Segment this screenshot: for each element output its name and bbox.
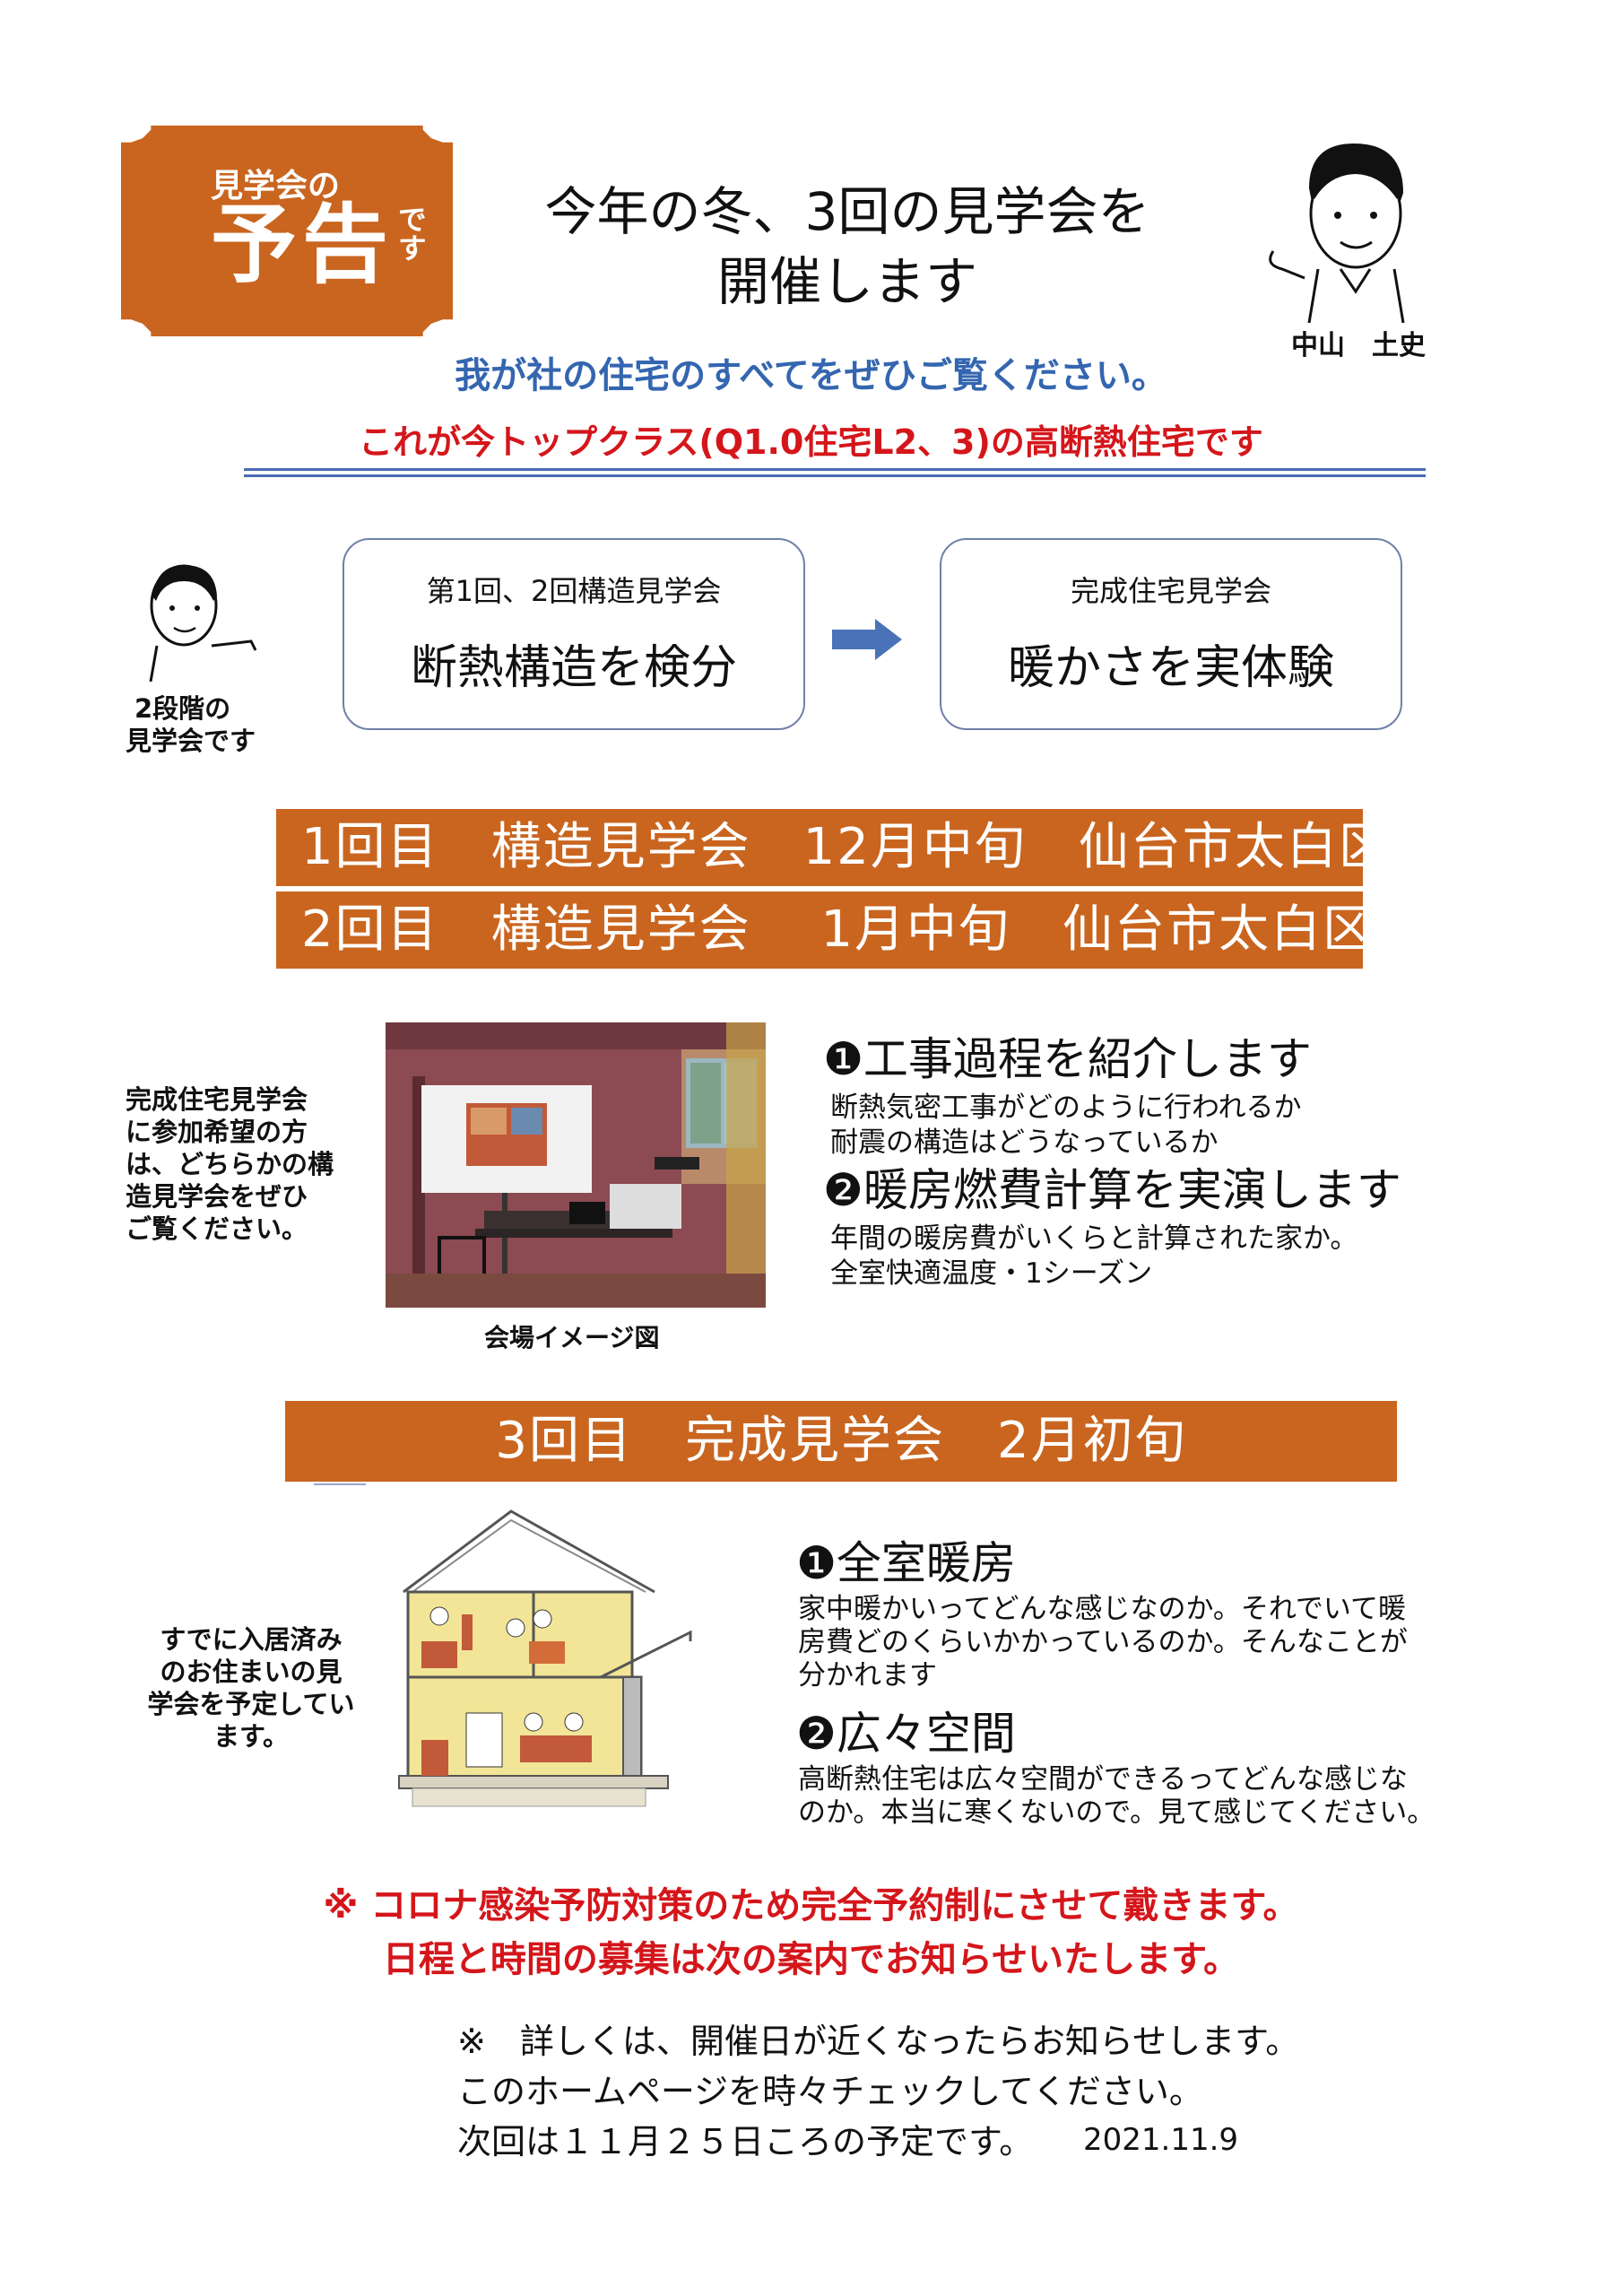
- section2-item1-line: 家中暖かいってどんな感じなのか。それでいて暖: [798, 1593, 1406, 1625]
- section1-side-line: は、どちらかの構: [126, 1149, 334, 1179]
- section1-item2-title: ❷暖房燃費計算を実演します: [823, 1164, 1401, 1216]
- badge-small-text: 見学会の: [211, 168, 341, 204]
- subtitle-blue: 我が社の住宅のすべてをぜひご覧ください。: [455, 355, 1167, 396]
- section1-item1-title: ❶工事過程を紹介します: [823, 1033, 1312, 1085]
- footer-line3: 次回は１１月２５日ころの予定です。: [457, 2122, 1034, 2161]
- section2-item1-title: ❶全室暖房: [796, 1537, 1016, 1589]
- footer-line1: ※ 詳しくは、開催日が近くなったらお知らせします。: [457, 2022, 1300, 2061]
- footer-line2: このホームページを時々チェックしてください。: [457, 2072, 1203, 2111]
- section2-side-line: ます。: [213, 1721, 290, 1752]
- stage1-box: 第1回、2回構造見学会 断熱構造を検分: [343, 538, 805, 730]
- arrow-right-icon: [832, 619, 902, 660]
- schedule-bar-1: 1回目 構造見学会 12月中旬 仙台市太白区: [276, 809, 1389, 886]
- headline-line1: 今年の冬、3回の見学会を: [544, 181, 1150, 242]
- section2-item1-line: 房費どのくらいかかっているのか。そんなことが: [798, 1626, 1408, 1658]
- section1-item2-line: 年間の暖房費がいくらと計算された家か。: [830, 1222, 1358, 1255]
- guide-illustration: [149, 564, 257, 682]
- house-section-illustration: [398, 1509, 692, 1807]
- stage1-small: 第1回、2回構造見学会: [426, 574, 722, 608]
- badge-desu-text: です: [394, 204, 428, 262]
- stage2-small: 完成住宅見学会: [1070, 574, 1271, 608]
- section2-side-text: すでに入居済み のお住まいの見 学会を予定してい ます。: [134, 1623, 368, 1752]
- presenter-illustration: [1269, 144, 1405, 323]
- section2-item1-body: 家中暖かいってどんな感じなのか。それでいて暖 房費どのくらいかかっているのか。そ…: [798, 1593, 1408, 1692]
- section2-side-line: すでに入居済み: [160, 1624, 343, 1655]
- photo-caption: 会場イメージ図: [484, 1323, 660, 1352]
- section2-side-line: 学会を予定してい: [147, 1689, 355, 1719]
- notice-line1: ※ コロナ感染予防対策のため完全予約制にさせて戴きます。: [323, 1885, 1299, 1926]
- section2-item2-line: のか。本当に寒くないので。見て感じてください。: [798, 1796, 1436, 1829]
- section1-side-line: ご覧ください。: [126, 1213, 308, 1244]
- section2-item2-body: 高断熱住宅は広々空間ができるってどんな感じな のか。本当に寒くないので。見て感じ…: [798, 1763, 1435, 1830]
- notice-line2: 日程と時間の募集は次の案内でお知らせいたします。: [382, 1939, 1240, 1980]
- section1-side-line: 造見学会をぜひ: [126, 1181, 308, 1212]
- headline-line2: 開催します: [716, 251, 977, 312]
- two-stage-caption-2: 見学会です: [126, 726, 256, 756]
- divider: [244, 468, 1426, 477]
- section1-item1-line: 耐震の構造はどうなっているか: [830, 1126, 1219, 1159]
- section1-side-line: に参加希望の方: [126, 1117, 308, 1147]
- bar-underline: [314, 1483, 366, 1485]
- stage2-box: 完成住宅見学会 暖かさを実体験: [940, 538, 1402, 730]
- preview-badge: 見学会の 予告 です: [121, 126, 453, 336]
- stage1-big: 断熱構造を検分: [410, 641, 737, 695]
- section2-side-line: のお住まいの見: [160, 1657, 343, 1687]
- section1-item1-body: 断熱気密工事がどのように行われるか 耐震の構造はどうなっているか: [830, 1091, 1301, 1161]
- section2-item1-line: 分かれます: [798, 1659, 937, 1692]
- venue-photo: [386, 1022, 766, 1308]
- section2-item2-title: ❷広々空間: [796, 1708, 1016, 1760]
- section1-side-text: 完成住宅見学会 に参加希望の方 は、どちらかの構 造見学会をぜひ ご覧ください。: [126, 1083, 334, 1245]
- subtitle-red: これが今トップクラス(Q1.0住宅L2、3)の高断熱住宅です: [359, 422, 1263, 462]
- section1-item2-line: 全室快適温度・1シーズン: [830, 1257, 1153, 1290]
- stage2-big: 暖かさを実体験: [1007, 641, 1334, 695]
- presenter-name: 中山 土史: [1291, 330, 1426, 361]
- section1-item2-body: 年間の暖房費がいくらと計算された家か。 全室快適温度・1シーズン: [830, 1222, 1357, 1292]
- section2-item2-line: 高断熱住宅は広々空間ができるってどんな感じな: [798, 1763, 1408, 1796]
- section1-side-line: 完成住宅見学会: [126, 1084, 308, 1115]
- badge-big-text: 予告: [211, 195, 394, 295]
- footer-date: 2021.11.9: [1083, 2122, 1239, 2158]
- schedule-bar-3: 3回目 完成見学会 2月初旬: [285, 1401, 1397, 1482]
- schedule-bar-2: 2回目 構造見学会 1月中旬 仙台市太白区: [276, 891, 1373, 969]
- two-stage-caption-1: 2段階の: [134, 693, 231, 724]
- section1-item1-line: 断熱気密工事がどのように行われるか: [830, 1091, 1302, 1124]
